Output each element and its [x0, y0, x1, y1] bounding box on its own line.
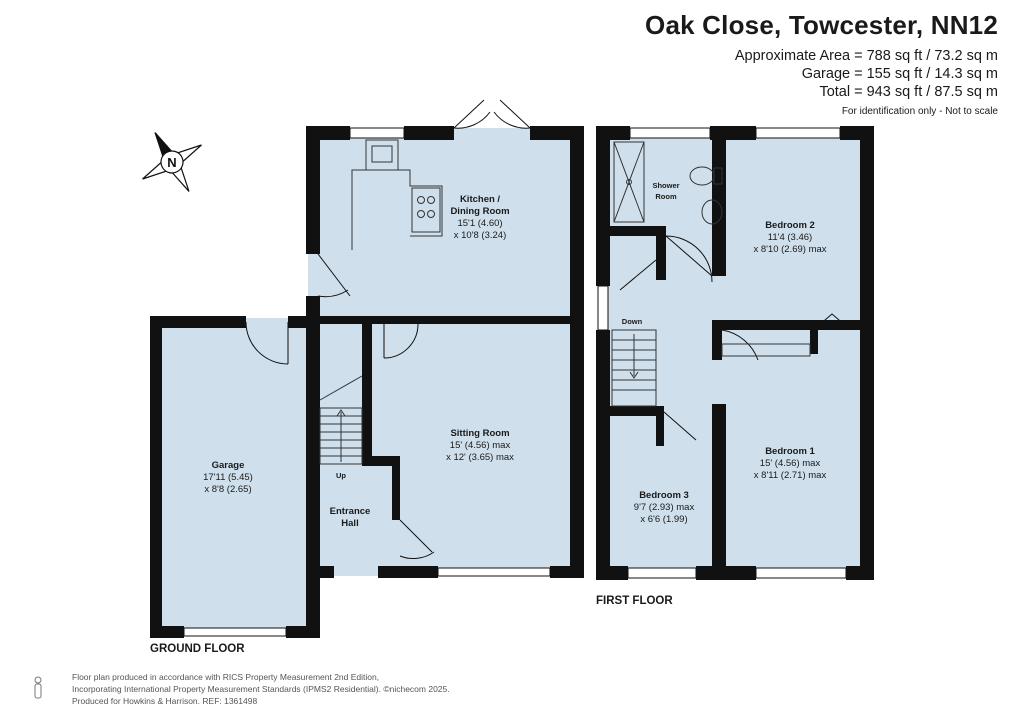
- ground-floor-fill: [308, 128, 584, 576]
- hall-name-2: Hall: [341, 518, 358, 529]
- bedroom3-name: Bedroom 3: [639, 490, 689, 501]
- person-icon: [34, 676, 42, 699]
- hall-name-1: Entrance: [330, 506, 371, 517]
- garage-dim-2: x 8'8 (2.65): [204, 484, 251, 495]
- first-floor-windows: [597, 127, 847, 579]
- total-area: Total = 943 sq ft / 87.5 sq m: [819, 84, 998, 100]
- garage-area: Garage = 155 sq ft / 14.3 sq m: [801, 66, 998, 82]
- approximate-area: Approximate Area = 788 sq ft / 73.2 sq m: [734, 48, 998, 64]
- footer-line-3: Produced for Howkins & Harrison. REF: 13…: [72, 696, 258, 706]
- hob: [411, 187, 441, 233]
- bedroom1-name: Bedroom 1: [765, 446, 815, 457]
- shower-room-fixtures: [613, 141, 723, 225]
- bedroom2-dim-2: x 8'10 (2.69) max: [753, 244, 826, 255]
- identification-note: For identification only - Not to scale: [841, 106, 998, 117]
- basin: [701, 199, 723, 225]
- garage-door: [183, 627, 287, 637]
- ground-stairs: [319, 375, 363, 465]
- wardrobe: [721, 343, 811, 357]
- bedroom2-name: Bedroom 2: [765, 220, 815, 231]
- garage-fill: [152, 318, 318, 636]
- first-stairs: [611, 329, 657, 407]
- kitchen-name-2: Dining Room: [450, 206, 509, 217]
- stairs-down-label: Down: [622, 317, 643, 326]
- kitchen-dim-2: x 10'8 (3.24): [454, 230, 507, 241]
- shower-name-1: Shower: [652, 181, 679, 190]
- door-swings: [245, 99, 847, 560]
- kitchen-dim-1: 15'1 (4.60): [457, 218, 502, 229]
- compass-icon: [142, 132, 202, 192]
- bedroom3-dim-2: x 6'6 (1.99): [640, 514, 687, 525]
- floor-fills: [152, 128, 872, 636]
- footer-line-2: Incorporating International Property Mea…: [72, 684, 450, 694]
- ground-floor-windows: [349, 127, 551, 577]
- garage-name: Garage: [212, 460, 245, 471]
- ground-floor-label: GROUND FLOOR: [150, 643, 245, 655]
- sitting-room-dim-1: 15' (4.56) max: [450, 440, 511, 451]
- garage-dim-1: 17'11 (5.45): [203, 472, 253, 483]
- stairs-up-label: Up: [336, 471, 346, 480]
- compass-label: N: [167, 155, 176, 170]
- shower-tray: [613, 141, 645, 223]
- bedroom3-dim-1: 9'7 (2.93) max: [634, 502, 695, 513]
- shower-name-2: Room: [655, 192, 677, 201]
- garage-walls: [150, 316, 320, 638]
- bedroom1-dim-1: 15' (4.56) max: [760, 458, 821, 469]
- room-labels: Kitchen / Dining Room 15'1 (4.60) x 10'8…: [203, 181, 827, 529]
- sitting-room-dim-2: x 12' (3.65) max: [446, 452, 514, 463]
- bedroom2-dim-1: 11'4 (3.46): [768, 232, 812, 243]
- footer-line-1: Floor plan produced in accordance with R…: [72, 672, 380, 682]
- kitchen-name-1: Kitchen /: [460, 194, 500, 205]
- first-floor-label: FIRST FLOOR: [596, 595, 673, 607]
- sitting-room-name: Sitting Room: [450, 428, 509, 439]
- kitchen-fixtures: [351, 139, 443, 250]
- first-floor-walls: [596, 126, 874, 580]
- property-title: Oak Close, Towcester, NN12: [645, 10, 998, 40]
- bedroom1-dim-2: x 8'11 (2.71) max: [754, 470, 827, 481]
